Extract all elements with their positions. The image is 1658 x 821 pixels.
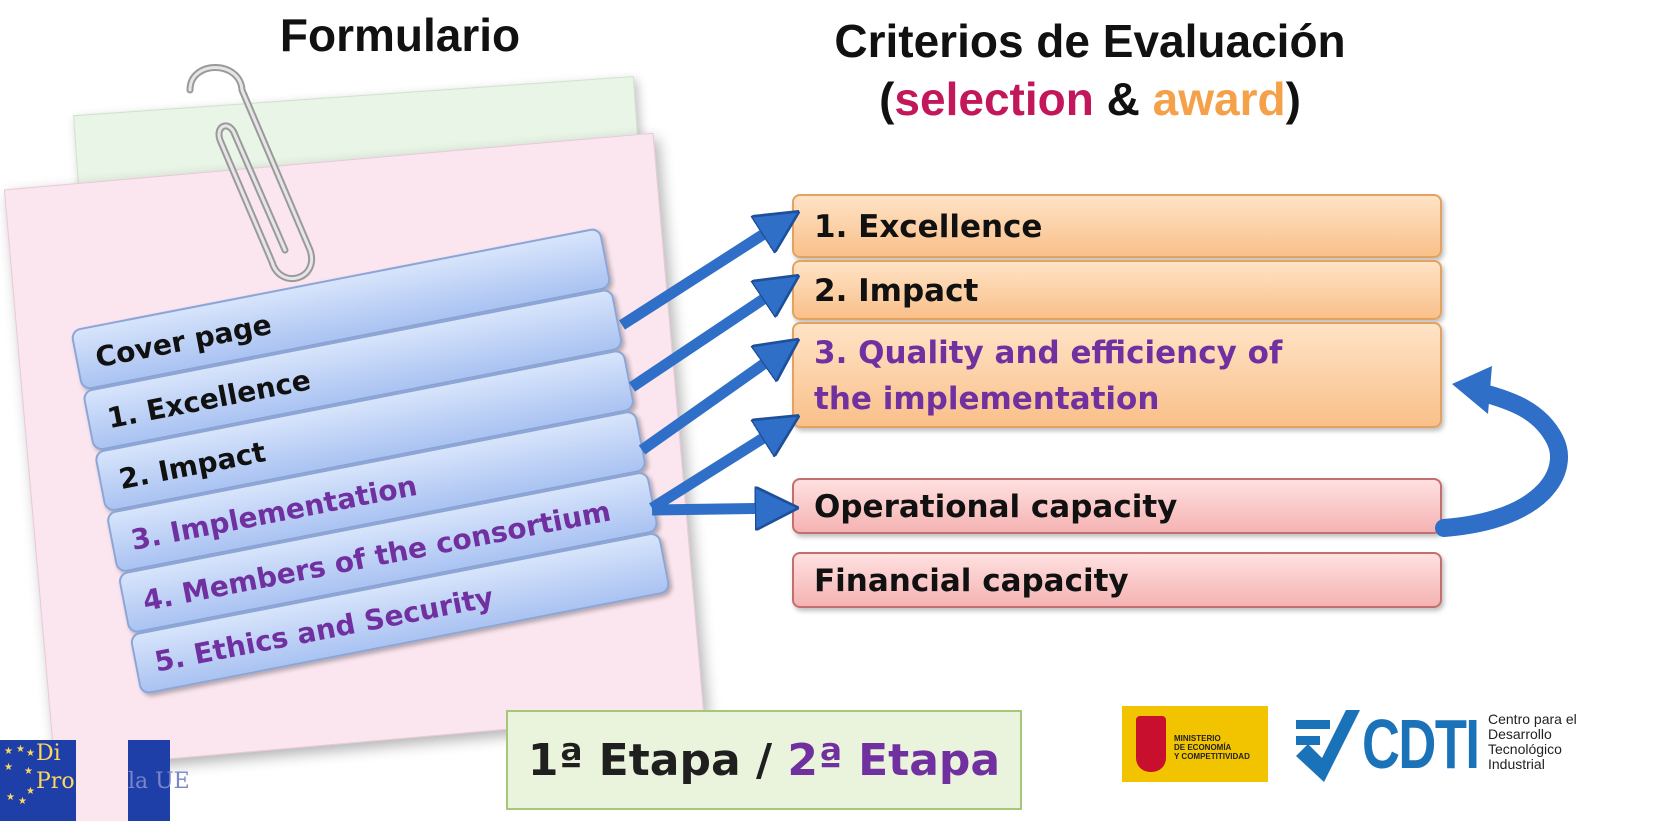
stage-box: 1ª Etapa / 2ª Etapa bbox=[506, 710, 1022, 810]
stage-1-text: 1ª Etapa / bbox=[527, 735, 788, 786]
svg-text:★: ★ bbox=[24, 766, 33, 777]
arrow-implementation bbox=[638, 344, 792, 455]
criterion-quality-implementation: 3. Quality and efficiency of the impleme… bbox=[792, 322, 1442, 428]
cdti-arrow-icon bbox=[1296, 710, 1360, 782]
stage-2-text: 2ª Etapa bbox=[787, 735, 1001, 786]
cdti-line2: Desarrollo bbox=[1488, 726, 1552, 742]
svg-text:★: ★ bbox=[26, 786, 35, 797]
mineco-line1: MINISTERIO bbox=[1174, 734, 1221, 743]
eu-logo-text: Di Pro bbox=[36, 740, 75, 796]
svg-text:★: ★ bbox=[6, 792, 15, 803]
arrow-members-quality bbox=[649, 420, 792, 513]
curved-arrow-head bbox=[1452, 366, 1492, 414]
criteria-title: Criterios de Evaluación (selection & awa… bbox=[790, 12, 1390, 128]
arrow-excellence bbox=[619, 216, 792, 330]
ministerio-text: MINISTERIO DE ECONOMÍA Y COMPETITIVIDAD bbox=[1174, 734, 1250, 761]
cdti-line3: Tecnológico bbox=[1488, 741, 1562, 757]
mineco-line2: DE ECONOMÍA bbox=[1174, 743, 1232, 752]
spain-coat-of-arms-icon bbox=[1136, 716, 1166, 772]
arrow-impact bbox=[628, 280, 792, 392]
formulario-title: Formulario bbox=[279, 9, 521, 61]
ampersand: & bbox=[1093, 73, 1153, 125]
curved-arrow-operational-to-quality bbox=[1435, 383, 1568, 537]
criterion-operational-capacity: Operational capacity bbox=[792, 478, 1442, 534]
criteria-title-line1: Criterios de Evaluación bbox=[834, 15, 1346, 67]
paperclip-icon bbox=[186, 64, 316, 282]
eu-line2-tail: la UE bbox=[128, 769, 190, 794]
criterion-financial-capacity: Financial capacity bbox=[792, 552, 1442, 608]
arrow-members-operational bbox=[651, 508, 790, 510]
eu-stars-icon: ★★★ ★★ ★★★ bbox=[4, 744, 35, 807]
svg-text:★: ★ bbox=[4, 746, 13, 757]
cdti-line4: Industrial bbox=[1488, 756, 1545, 772]
eu-line1: Di bbox=[36, 741, 61, 766]
cdti-wordmark: CDTI bbox=[1362, 705, 1480, 783]
svg-text:★: ★ bbox=[16, 744, 25, 755]
svg-text:★: ★ bbox=[4, 762, 13, 773]
svg-text:★: ★ bbox=[18, 796, 27, 807]
paren-close: ) bbox=[1285, 73, 1301, 125]
paren-open: ( bbox=[879, 73, 895, 125]
cdti-line1: Centro para el bbox=[1488, 711, 1577, 727]
criterion-impact: 2. Impact bbox=[792, 260, 1442, 320]
award-word: award bbox=[1152, 73, 1286, 125]
svg-text:★: ★ bbox=[26, 748, 35, 759]
mineco-line3: Y COMPETITIVIDAD bbox=[1174, 752, 1250, 761]
note-corner-overlap bbox=[76, 740, 128, 821]
selection-word: selection bbox=[894, 73, 1094, 125]
cdti-text: Centro para el Desarrollo Tecnológico In… bbox=[1488, 712, 1577, 772]
eu-line2: Pro bbox=[36, 769, 75, 794]
criteria-title-line2: (selection & award) bbox=[790, 70, 1390, 128]
